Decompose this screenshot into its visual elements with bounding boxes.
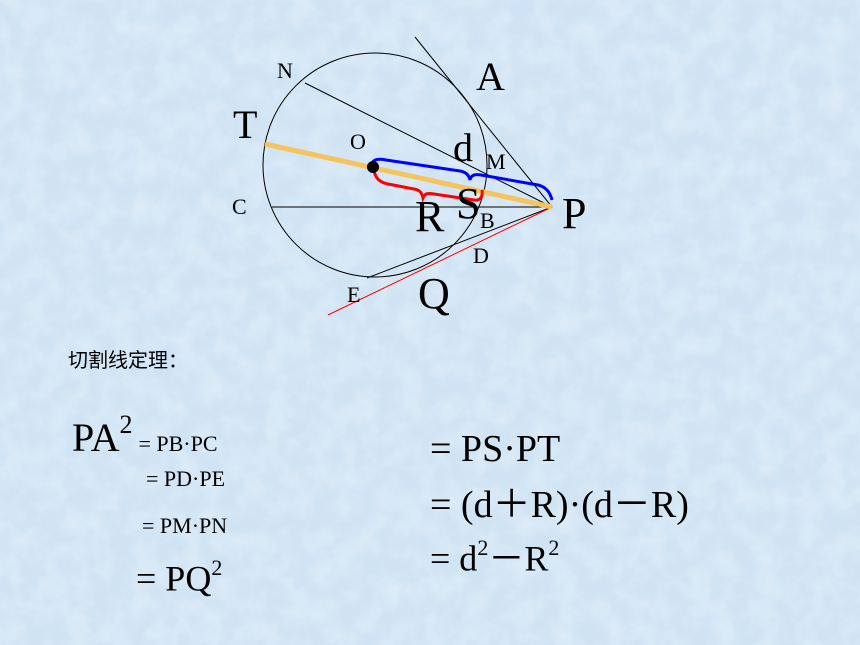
secant-line-PT [264,141,553,210]
pa-exponent: 2 [119,410,133,439]
label-S: S [456,179,481,228]
tangent-line-PA [414,36,553,208]
equation-d-plus-minus-r: = (d＋R)·(d－R) [430,484,689,526]
label-M: M [486,149,506,174]
d2-text: = d [430,538,478,579]
r-exponent: 2 [548,535,560,560]
equation-ps-pt: = PS·PT [430,428,561,470]
secant-line-PE [366,206,553,279]
label-N: N [277,58,293,83]
minus-r-text: －R [488,538,549,579]
d-exponent: 2 [477,535,489,560]
label-D: D [473,243,489,268]
equation-pa-squared: PA2 = PB·PC [72,412,218,458]
label-R: R [415,192,445,241]
equation-pd-pe: = PD·PE [146,466,226,491]
equation-pm-pn: = PM·PN [142,513,228,538]
pa-text: PA [72,415,120,461]
pq-exponent: 2 [211,555,223,580]
label-P: P [562,189,587,238]
theorem-title: 切割线定理： [68,348,188,372]
label-T: T [233,102,258,147]
tangent-line-PQ [327,206,553,316]
label-C: C [232,194,247,219]
secant-line-PN [304,82,553,208]
pq-text: = PQ [136,558,212,599]
label-A: A [476,54,505,99]
pa-rhs: = PB·PC [138,431,218,457]
circle-O [262,52,488,278]
label-O: O [350,129,366,154]
label-E: E [347,282,361,307]
equation-d-squared-minus-r-squared: = d2－R2 [430,535,560,579]
center-point-O [367,161,379,173]
label-B: B [480,208,495,233]
brace-d [370,157,554,201]
label-d: d [453,125,473,170]
equation-pq-squared: = PQ2 [136,555,223,599]
brace-R [372,167,484,204]
label-Q: Q [418,269,450,318]
